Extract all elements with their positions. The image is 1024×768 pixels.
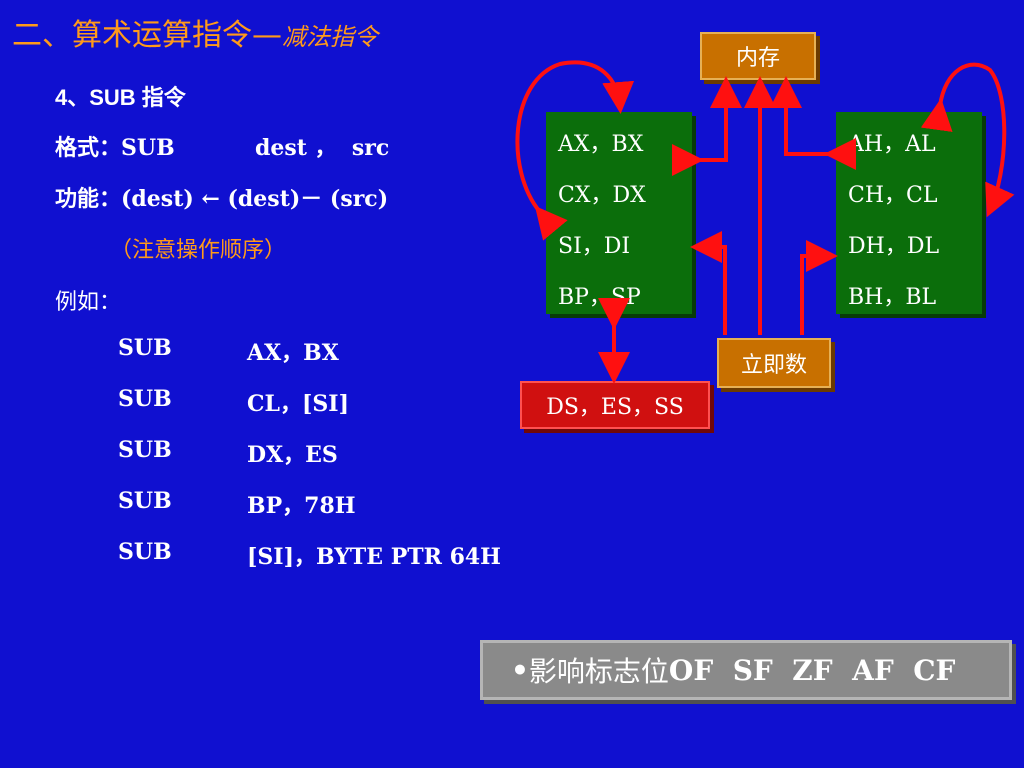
examples-label: 例如： (55, 290, 122, 315)
format-args: dest ， src (255, 135, 390, 161)
example-args-3: DX，ES (247, 442, 338, 468)
example-op-4: SUB (118, 488, 172, 514)
flags-list: OF SF ZF AF CF (668, 653, 956, 687)
example-args-2: CL，[SI] (247, 391, 349, 417)
memory-box: 内存 (700, 32, 816, 80)
immediate-reg16-arrow (690, 231, 727, 335)
reg16-row-4: BP，SP (558, 285, 641, 310)
reg8-row-3: DH，DL (848, 234, 940, 259)
example-op-3: SUB (118, 437, 172, 463)
immediate-reg8-arrow (800, 240, 838, 335)
title-main: 二、算术运算指令 (12, 18, 252, 53)
format-line: 格式：SUB dest ， src (55, 130, 389, 162)
function-line: 功能：(dest) ← (dest)－ (src) (55, 181, 388, 213)
reg8-memory-arrow (770, 76, 856, 170)
example-args-4: BP，78H (247, 493, 356, 519)
flags-label: 影响标志位 (528, 655, 669, 688)
format-label: 格式： (55, 135, 122, 161)
immediate-box: 立即数 (717, 338, 831, 388)
register16-box: AX，BX CX，DX SI，DI BP，SP (546, 112, 692, 314)
function-expr: (dest) ← (dest)－ (src) (121, 186, 389, 212)
reg16-row-1: AX，BX (558, 132, 644, 157)
reg16-memory-arrow (672, 76, 742, 176)
reg8-row-4: BH，BL (848, 285, 937, 310)
example-op-1: SUB (118, 335, 172, 361)
order-note: （注意操作顺序） (110, 238, 287, 263)
page-title: 二、算术运算指令—减法指令 (12, 10, 378, 54)
example-op-5: SUB (118, 539, 172, 565)
title-subtitle: 减法指令 (282, 23, 378, 51)
segment-register-box: DS，ES，SS (520, 381, 710, 429)
example-args-5: [SI]，BYTE PTR 64H (247, 544, 501, 570)
flags-bullet: • (511, 653, 529, 687)
function-label: 功能： (55, 186, 122, 212)
format-op: SUB (121, 135, 175, 161)
reg8-row-2: CH，CL (848, 183, 938, 208)
example-args-1: AX，BX (247, 340, 339, 366)
reg16-row-2: CX，DX (558, 183, 646, 208)
register8-box: AH，AL CH，CL DH，DL BH，BL (836, 112, 982, 314)
example-op-2: SUB (118, 386, 172, 412)
section-heading: 4、SUB 指令 (55, 85, 186, 110)
reg16-row-3: SI，DI (558, 234, 631, 259)
reg8-row-1: AH，AL (848, 132, 936, 157)
title-dash: — (252, 18, 282, 53)
